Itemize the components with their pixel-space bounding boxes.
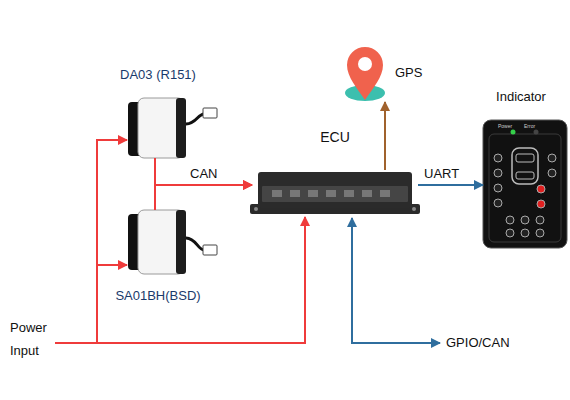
indicator-lamp	[537, 200, 545, 208]
power-wire	[97, 140, 127, 343]
car-window	[516, 172, 534, 179]
error-led	[534, 130, 539, 135]
connector-arrow	[418, 184, 483, 186]
car-outline	[512, 148, 538, 184]
sensor-device: DA03 (R151)	[128, 98, 188, 158]
indicator-lamp	[548, 169, 556, 177]
gps-pin	[347, 47, 383, 100]
node-label: DA03 (R151)	[86, 67, 230, 82]
ecu-port	[308, 190, 318, 197]
node-label: ECU	[252, 129, 418, 145]
ecu-port	[362, 190, 372, 197]
mount-hole	[254, 207, 258, 211]
indicator-lamp	[494, 169, 502, 177]
connector-arrow	[155, 185, 252, 210]
indicator-lamp	[548, 154, 556, 162]
indicator-lamp	[506, 216, 514, 224]
node-label: SA01BH(BSD)	[86, 288, 230, 303]
indicator-lamp	[521, 216, 529, 224]
indicator-lamp	[494, 199, 502, 207]
ecu-port	[290, 190, 300, 197]
ecu-box: ECU	[252, 170, 418, 215]
ecu-port	[326, 190, 336, 197]
sensor-side	[176, 210, 186, 274]
mount-hole	[412, 207, 416, 211]
node-label: Indicator	[471, 89, 570, 104]
signal-label: UART	[424, 166, 459, 181]
signal-label: CAN	[190, 166, 217, 181]
indicator-lamp	[536, 216, 544, 224]
sensor-side	[176, 98, 186, 158]
ecu-port	[344, 190, 354, 197]
indicator-panel	[483, 120, 567, 248]
power-wire	[97, 264, 127, 266]
indicator-lamp	[521, 229, 529, 237]
gps-icon: GPS	[345, 45, 393, 102]
indicator-panel: Indicator	[483, 120, 567, 248]
power-led	[511, 130, 516, 135]
led-label: Error	[524, 123, 544, 129]
led-label: Power	[498, 123, 518, 129]
indicator-frame	[489, 134, 561, 242]
power-input-label: Power Input	[10, 316, 55, 362]
sensor-cable	[186, 114, 204, 124]
sensor-cable	[186, 238, 204, 250]
cable-plug	[203, 245, 217, 255]
connector-arrow	[155, 158, 252, 185]
car-window	[516, 154, 534, 162]
indicator-lamp	[494, 184, 502, 192]
ecu-front	[262, 186, 408, 202]
sensor-device: SA01BH(BSD)	[128, 210, 188, 276]
gpio-wire	[352, 218, 440, 343]
ecu-port	[272, 190, 282, 197]
ecu-body	[258, 172, 412, 208]
node-label: GPS	[395, 65, 435, 80]
signal-label: GPIO/CAN	[446, 335, 526, 351]
indicator-lamp	[506, 229, 514, 237]
indicator-lamp	[537, 185, 545, 193]
indicator-lamp	[494, 154, 502, 162]
gps-pin-hole	[358, 57, 372, 71]
connector-arrow	[384, 102, 386, 170]
indicator-lamp	[536, 229, 544, 237]
ecu-port	[380, 190, 390, 197]
cable-plug	[203, 108, 217, 118]
